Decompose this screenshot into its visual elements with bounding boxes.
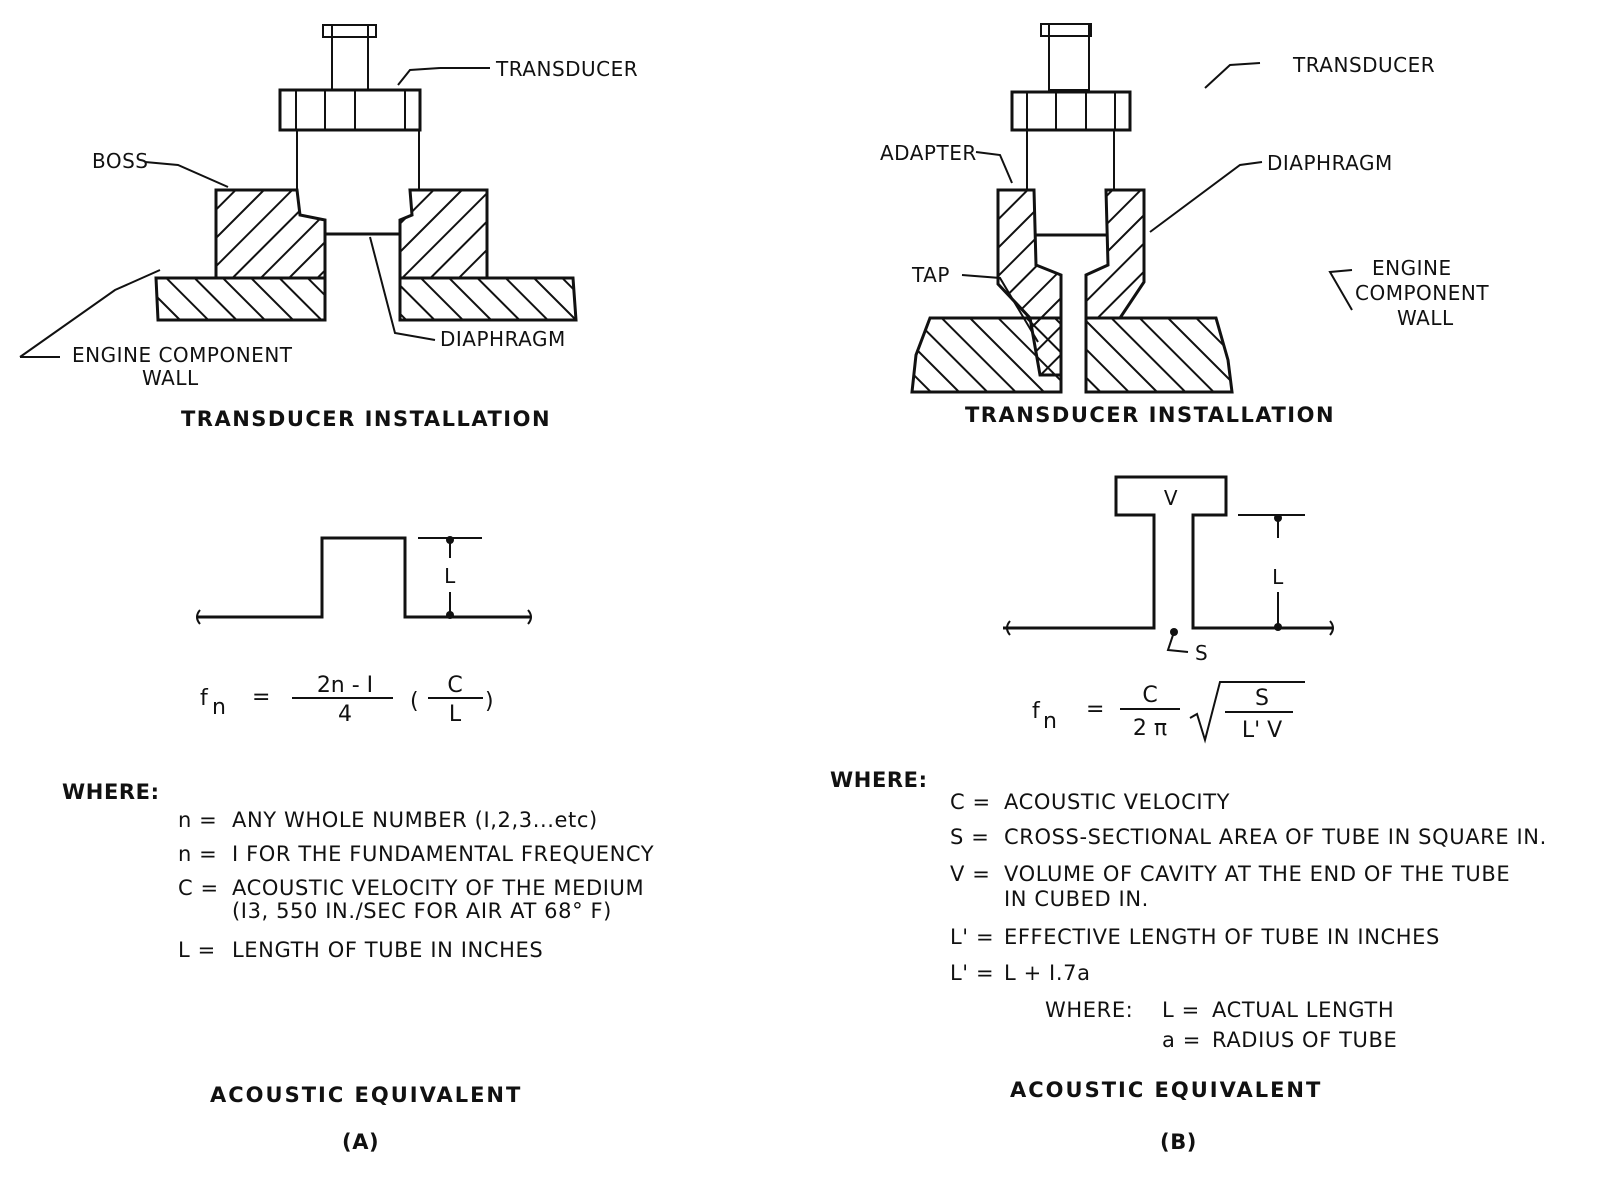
where-a-def-2: ACOUSTIC VELOCITY OF THE MEDIUM bbox=[232, 876, 645, 900]
leader-wall-a bbox=[19, 269, 161, 358]
where-a-def-0: ANY WHOLE NUMBER (I,2,3...etc) bbox=[232, 808, 598, 832]
where-b-sub-sym-0: L = bbox=[1162, 998, 1200, 1022]
formula-b-sqrt-num: S bbox=[1255, 686, 1269, 711]
where-a-def-3: LENGTH OF TUBE IN INCHES bbox=[232, 938, 544, 962]
leader-transducer-b bbox=[1204, 62, 1261, 89]
label-tap: TAP bbox=[911, 263, 950, 287]
panel-a-installation: TRANSDUCER BOSS DIAPHRAGM ENGINE COMPONE… bbox=[19, 24, 638, 431]
formula-b-sub: n bbox=[1043, 709, 1057, 734]
leader-transducer-a bbox=[397, 67, 441, 86]
length-label-b: L bbox=[1272, 565, 1284, 589]
panel-a-equivalent: L f n = 2n - I 4 ( C L ) bbox=[196, 536, 532, 727]
formula-a-equals: = bbox=[252, 685, 270, 710]
where-b-sym-4: L' = bbox=[950, 961, 995, 985]
label-wall-b-3: WALL bbox=[1397, 306, 1454, 330]
engine-wall-right-b bbox=[1084, 316, 1234, 394]
caption-equivalent-b: ACOUSTIC EQUIVALENT bbox=[1010, 1078, 1323, 1102]
where-a-sym-0: n = bbox=[178, 808, 218, 832]
length-label-a: L bbox=[444, 564, 456, 588]
where-b-def-2b: IN CUBED IN. bbox=[1004, 887, 1149, 911]
engine-wall-right bbox=[398, 276, 578, 322]
where-a-sym-2: C = bbox=[178, 876, 219, 900]
where-b-def-0: ACOUSTIC VELOCITY bbox=[1004, 790, 1231, 814]
formula-a-paren-close: ) bbox=[485, 689, 494, 714]
label-wall-a-1: ENGINE COMPONENT bbox=[72, 343, 293, 367]
leader-diaphragm-b bbox=[1149, 161, 1263, 233]
caption-installation-a: TRANSDUCER INSTALLATION bbox=[181, 407, 551, 431]
formula-a-denominator: 4 bbox=[338, 702, 352, 727]
leader-diaphragm-a bbox=[369, 236, 436, 341]
where-b-def-3: EFFECTIVE LENGTH OF TUBE IN INCHES bbox=[1004, 925, 1440, 949]
helmholtz-outline bbox=[1003, 475, 1332, 630]
adapter-right bbox=[1084, 188, 1146, 320]
leader-boss bbox=[144, 161, 229, 188]
caption-equivalent-a: ACOUSTIC EQUIVALENT bbox=[210, 1083, 523, 1107]
where-a-sym-1: n = bbox=[178, 842, 218, 866]
where-heading-a: WHERE: bbox=[62, 780, 160, 804]
engine-wall-left bbox=[154, 276, 327, 322]
formula-b-lhs: f bbox=[1032, 699, 1041, 724]
leader-wall-b bbox=[1328, 269, 1353, 311]
formula-a-sub: n bbox=[212, 695, 226, 720]
formula-b-numerator: C bbox=[1142, 683, 1157, 708]
label-diaphragm-b: DIAPHRAGM bbox=[1267, 151, 1393, 175]
leader-tap bbox=[961, 274, 1039, 343]
area-label: S bbox=[1195, 641, 1208, 665]
caption-installation-b: TRANSDUCER INSTALLATION bbox=[965, 403, 1335, 427]
leader-adapter bbox=[975, 151, 1013, 184]
formula-a-paren-num: C bbox=[447, 673, 462, 698]
formula-b-sqrt-den: L' V bbox=[1242, 718, 1282, 743]
where-b-sym-2: V = bbox=[950, 862, 991, 886]
panel-label-a: (A) bbox=[342, 1130, 380, 1154]
where-heading-b: WHERE: bbox=[830, 768, 928, 792]
where-a-def-2b: (I3, 550 IN./SEC FOR AIR AT 68° F) bbox=[232, 899, 612, 923]
label-transducer-a: TRANSDUCER bbox=[495, 57, 638, 81]
where-sub-heading-b: WHERE: bbox=[1045, 998, 1134, 1022]
break-mark-right-a bbox=[527, 609, 532, 625]
area-leader bbox=[1166, 628, 1189, 653]
panel-label-b: (B) bbox=[1160, 1130, 1198, 1154]
where-b-sym-1: S = bbox=[950, 825, 990, 849]
where-a-sym-3: L = bbox=[178, 938, 216, 962]
where-b-def-1: CROSS-SECTIONAL AREA OF TUBE IN SQUARE I… bbox=[1004, 825, 1547, 849]
break-mark-left-a bbox=[196, 609, 201, 625]
where-a-def-1: I FOR THE FUNDAMENTAL FREQUENCY bbox=[232, 842, 655, 866]
where-b-sub-def-0: ACTUAL LENGTH bbox=[1212, 998, 1395, 1022]
label-transducer-b: TRANSDUCER bbox=[1292, 53, 1435, 77]
engine-wall-left-b bbox=[910, 316, 1063, 394]
where-b-sym-3: L' = bbox=[950, 925, 995, 949]
where-b-sub-sym-1: a = bbox=[1162, 1028, 1201, 1052]
boss-left bbox=[214, 188, 327, 280]
formula-a-numerator: 2n - I bbox=[317, 673, 373, 698]
label-boss: BOSS bbox=[92, 149, 149, 173]
boss-right bbox=[398, 188, 489, 280]
label-wall-a-2: WALL bbox=[142, 366, 199, 390]
transducer-body-b bbox=[1010, 23, 1132, 190]
formula-b-denominator: 2 π bbox=[1133, 716, 1167, 741]
break-mark-right-b bbox=[1329, 620, 1334, 636]
formula-b-equals: = bbox=[1086, 697, 1104, 722]
panel-b-installation: TRANSDUCER ADAPTER DIAPHRAGM TAP ENGINE … bbox=[880, 23, 1489, 427]
label-wall-b-1: ENGINE bbox=[1372, 256, 1452, 280]
transducer-body bbox=[278, 24, 422, 190]
sqrt-sign bbox=[1189, 681, 1305, 744]
where-b-sub-def-1: RADIUS OF TUBE bbox=[1212, 1028, 1398, 1052]
label-diaphragm-a: DIAPHRAGM bbox=[440, 327, 566, 351]
where-b-def-4: L + I.7a bbox=[1004, 961, 1091, 985]
label-adapter: ADAPTER bbox=[880, 141, 977, 165]
where-b-sym-0: C = bbox=[950, 790, 991, 814]
label-wall-b-2: COMPONENT bbox=[1355, 281, 1489, 305]
formula-a-paren-open: ( bbox=[410, 689, 419, 714]
volume-label: V bbox=[1164, 486, 1178, 510]
panel-b-equivalent: V L S f n = C 2 π S L' V bbox=[1003, 475, 1334, 744]
tube-outline-a bbox=[198, 536, 530, 619]
break-mark-left-b bbox=[1006, 620, 1011, 636]
formula-a-lhs: f bbox=[200, 686, 209, 711]
formula-a-paren-den: L bbox=[449, 702, 462, 727]
where-b-def-2: VOLUME OF CAVITY AT THE END OF THE TUBE bbox=[1004, 862, 1511, 886]
